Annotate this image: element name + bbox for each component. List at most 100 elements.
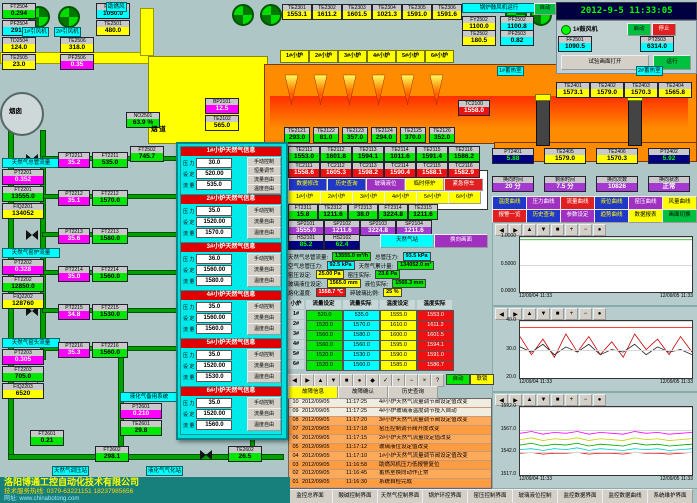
quick-button-6#小炉[interactable]: 6#小炉 bbox=[448, 191, 481, 204]
stop-icon[interactable]: ■ bbox=[340, 374, 353, 387]
shrink-icon[interactable]: − bbox=[579, 308, 592, 320]
nav-button-监控数据曲线[interactable]: 监控数据曲线 bbox=[602, 489, 648, 503]
quick-button-3#小炉[interactable]: 3#小炉 bbox=[352, 191, 385, 204]
quick-button-5#小炉[interactable]: 5#小炉 bbox=[416, 191, 449, 204]
tag-value: 0.82 bbox=[501, 37, 533, 45]
tag-value: 1591.4 bbox=[417, 153, 447, 161]
quick-button-天然气站[interactable]: 天然气站 bbox=[380, 234, 434, 248]
gas-button-温度自由[interactable]: 温度自由 bbox=[247, 275, 281, 287]
gas-button-温度自由[interactable]: 温度自由 bbox=[247, 227, 281, 239]
tag-value: 0.294 bbox=[3, 10, 35, 18]
x-axis-label: 12/09/05 11:33 bbox=[660, 476, 693, 482]
gas-row-value: 1570.0 bbox=[196, 228, 233, 238]
scroll-right-icon[interactable]: ▶ bbox=[509, 308, 522, 320]
zoom-out-icon[interactable]: ▼ bbox=[537, 224, 550, 236]
quick-button-换向画面[interactable]: 换向画面 bbox=[434, 234, 488, 248]
nav-button-窑压控制界面[interactable]: 窑压控制界面 bbox=[467, 489, 513, 503]
nav-button-系统维护界面[interactable]: 系统维护界面 bbox=[647, 489, 693, 503]
tag-label: TE2303 bbox=[343, 5, 371, 11]
scroll-left-icon[interactable]: ◀ bbox=[495, 308, 508, 320]
alarm-tab-故障信息[interactable]: 故障信息 bbox=[288, 386, 338, 399]
zoom-in-icon[interactable]: ▲ bbox=[523, 308, 536, 320]
nav-button-酸碱控制界面[interactable]: 酸碱控制界面 bbox=[332, 489, 378, 503]
test-screen-button[interactable]: 试验画面打开 bbox=[561, 55, 649, 70]
quick-button-画面切换[interactable]: 画面切换 bbox=[662, 209, 697, 223]
valve-icon bbox=[200, 450, 212, 460]
scroll-right-icon[interactable]: ▶ bbox=[509, 394, 522, 406]
gas-button-手动控制[interactable]: 手动控制 bbox=[247, 301, 281, 313]
expand-icon[interactable]: + bbox=[565, 308, 578, 320]
quick-button-窑压曲线[interactable]: 窑压曲线 bbox=[628, 196, 663, 210]
pause-icon[interactable]: ■ bbox=[551, 308, 564, 320]
start-button[interactable]: 启动 bbox=[627, 23, 651, 36]
zoom-out-icon[interactable]: ▼ bbox=[537, 394, 550, 406]
scroll-right-icon[interactable]: ▶ bbox=[509, 224, 522, 236]
gas-button-温度自由[interactable]: 温度自由 bbox=[247, 184, 281, 194]
record-icon[interactable]: ● bbox=[593, 224, 606, 236]
expand-icon[interactable]: + bbox=[565, 394, 578, 406]
quick-button-温度曲线[interactable]: 温度曲线 bbox=[492, 196, 527, 210]
scroll-down-icon[interactable]: ▼ bbox=[327, 374, 340, 387]
pause-icon[interactable]: ■ bbox=[551, 224, 564, 236]
alarm-tab-历史查询[interactable]: 历史查询 bbox=[388, 386, 438, 399]
quick-button-历史查询[interactable]: 历史查询 bbox=[327, 178, 366, 191]
alarm-tab-故障确认[interactable]: 故障确认 bbox=[338, 386, 388, 399]
nav-button-玻璃液位控制[interactable]: 玻璃液位控制 bbox=[512, 489, 558, 503]
quick-button-流量曲线[interactable]: 流量曲线 bbox=[560, 196, 595, 210]
stop-button[interactable]: 停止 bbox=[652, 23, 676, 36]
quick-button-历史查询[interactable]: 历史查询 bbox=[526, 209, 561, 223]
shrink-icon[interactable]: − bbox=[579, 224, 592, 236]
zoom-in-icon[interactable]: ▲ bbox=[523, 224, 536, 236]
nav-button-锅炉环控界面[interactable]: 锅炉环控界面 bbox=[422, 489, 468, 503]
nav-button-天然气控制界面[interactable]: 天然气控制界面 bbox=[377, 489, 423, 503]
quick-button-数据报表[interactable]: 数据报表 bbox=[628, 209, 663, 223]
nav-button-监控总界面[interactable]: 监控总界面 bbox=[287, 489, 333, 503]
quick-button-压力曲线[interactable]: 压力曲线 bbox=[526, 196, 561, 210]
quick-button-临时停炉[interactable]: 临时停炉 bbox=[405, 178, 444, 191]
scroll-left-icon[interactable]: ◀ bbox=[495, 394, 508, 406]
gas-button-温度自由[interactable]: 温度自由 bbox=[247, 371, 281, 383]
record-icon[interactable]: ● bbox=[593, 308, 606, 320]
nav-button-监控数据界面[interactable]: 监控数据界面 bbox=[557, 489, 603, 503]
quick-button-4#小炉[interactable]: 4#小炉 bbox=[384, 191, 417, 204]
quick-button-2#小炉[interactable]: 2#小炉 bbox=[320, 191, 353, 204]
quick-button-数据修改[interactable]: 数据修改 bbox=[288, 178, 327, 191]
quick-button-风量曲线[interactable]: 风量曲线 bbox=[662, 196, 697, 210]
quick-button-趋势曲线[interactable]: 趋势曲线 bbox=[594, 209, 629, 223]
tag-value: 38.0 bbox=[349, 211, 377, 219]
shrink-icon[interactable]: − bbox=[579, 394, 592, 406]
quick-button-玻璃液位[interactable]: 玻璃液位 bbox=[366, 178, 405, 191]
pause-icon[interactable]: ■ bbox=[551, 394, 564, 406]
gas-button-温度自由[interactable]: 温度自由 bbox=[247, 419, 281, 431]
record-icon[interactable]: ● bbox=[593, 394, 606, 406]
gas-button-温度自由[interactable]: 温度自由 bbox=[247, 323, 281, 335]
alarm-date: 2012/09/05 bbox=[302, 443, 330, 450]
quick-button-1#小炉[interactable]: 1#小炉 bbox=[288, 191, 321, 204]
info-label: 空气总管压力: bbox=[288, 263, 323, 270]
tag-value: 7.5 分 bbox=[545, 183, 585, 191]
quick-button-液位曲线[interactable]: 液位曲线 bbox=[594, 196, 629, 210]
scroll-left-icon[interactable]: ◀ bbox=[495, 224, 508, 236]
quick-button-参数设定[interactable]: 参数设定 bbox=[560, 209, 595, 223]
plant-label-2: 助燃风 bbox=[106, 2, 127, 12]
zoom-in-icon[interactable]: ▲ bbox=[523, 394, 536, 406]
quick-button-报警一览[interactable]: 报警一览 bbox=[492, 209, 527, 223]
zoom-out-icon[interactable]: ▼ bbox=[537, 308, 550, 320]
expand-icon[interactable]: + bbox=[565, 224, 578, 236]
quick-button-紧急停车[interactable]: 紧急停车 bbox=[444, 178, 483, 191]
